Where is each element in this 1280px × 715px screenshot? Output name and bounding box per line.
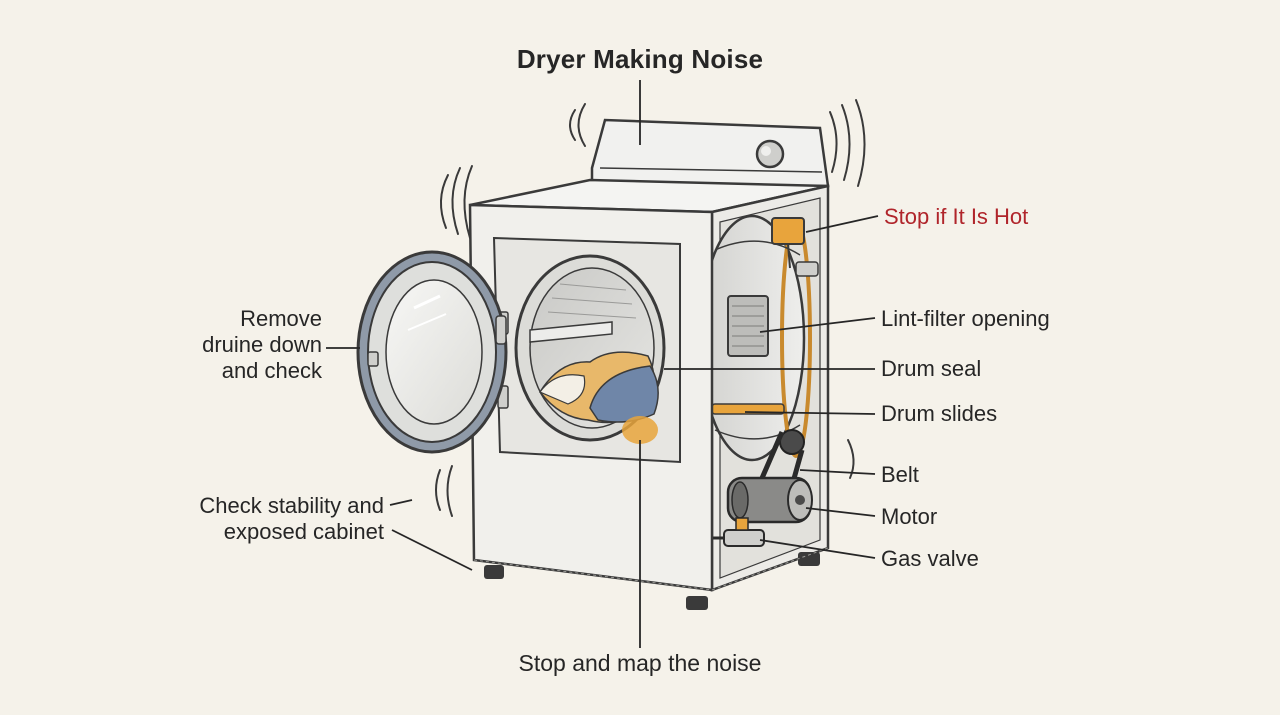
label-remove-door: Remove druine down and check bbox=[160, 306, 322, 384]
control-panel bbox=[590, 118, 830, 188]
vibration-lines bbox=[435, 99, 866, 517]
label-remove-door-line-1: Remove bbox=[240, 306, 322, 331]
drum-opening bbox=[497, 254, 666, 444]
gas-valve-body bbox=[723, 529, 765, 547]
label-remove-door-line-2: druine down bbox=[202, 332, 322, 357]
label-check-stability-line-2: exposed cabinet bbox=[223, 519, 384, 544]
side-interior bbox=[698, 184, 830, 592]
drum-baffle bbox=[529, 321, 613, 343]
dryer-door bbox=[356, 250, 508, 454]
label-belt: Belt bbox=[881, 462, 919, 487]
diagram-title: Dryer Making Noise bbox=[516, 44, 764, 74]
label-stop-and-map: Stop and map the noise bbox=[518, 650, 762, 676]
label-remove-door-line-3: and check bbox=[221, 358, 322, 383]
label-check-stability-line-1: Check stability and bbox=[199, 493, 384, 518]
label-check-stability: Check stability and exposed cabinet bbox=[150, 493, 384, 545]
label-stop-if-hot: Stop if It Is Hot bbox=[884, 204, 1029, 229]
leader-lines bbox=[326, 80, 879, 648]
label-gas-valve: Gas valve bbox=[881, 546, 979, 571]
dryer-feet bbox=[484, 552, 820, 610]
label-lint-filter-opening: Lint-filter opening bbox=[881, 306, 1050, 331]
thermal-fuse bbox=[771, 217, 805, 245]
label-drum-seal: Drum seal bbox=[881, 356, 982, 381]
label-drum-slides: Drum slides bbox=[881, 401, 998, 426]
noise-spot bbox=[622, 416, 658, 444]
label-motor: Motor bbox=[881, 504, 938, 529]
